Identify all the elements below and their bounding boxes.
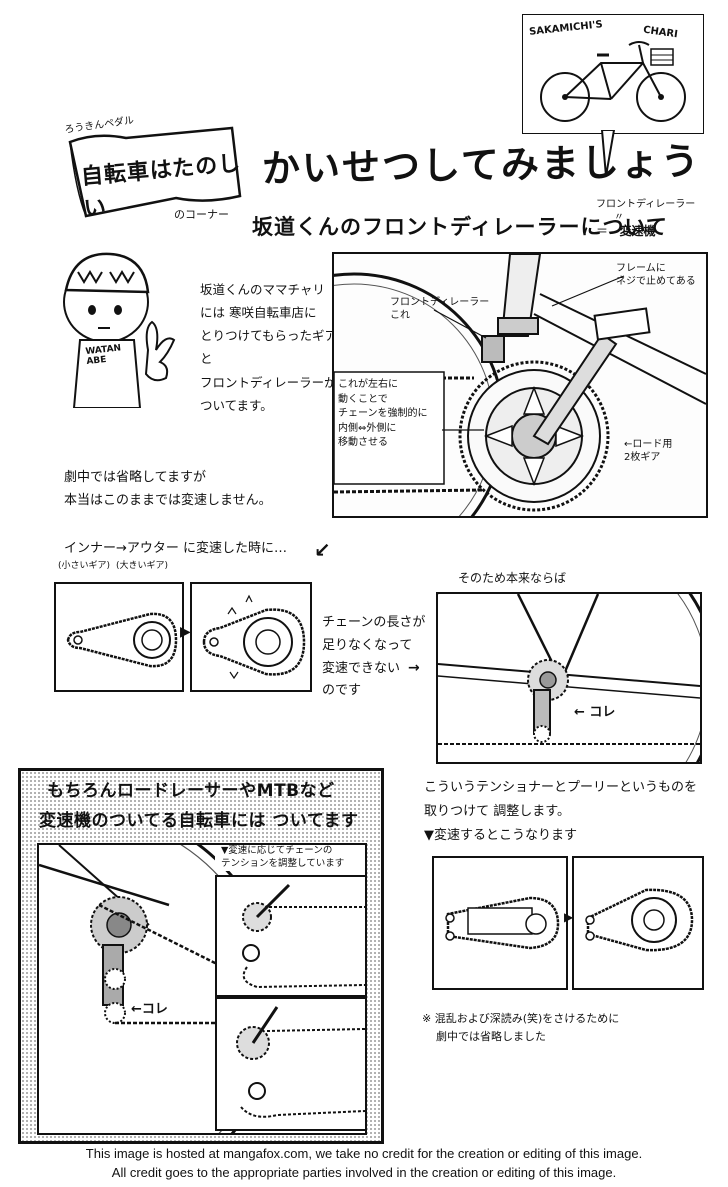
character-shirt-text: WATANABE: [84, 343, 122, 367]
intro-line-3: とりつけてもらったギアと: [200, 328, 338, 367]
footnote-line-1: ※ 混乱および深読み(笑)をさけるために: [422, 1012, 620, 1025]
intro-text: 坂道くんのママチャリ には 寒咲自転車店に とりつけてもらったギアと フロントデ…: [200, 278, 340, 417]
roadbike-heading-1: もちろんロードレーサーやMTBなど: [47, 781, 335, 801]
footnote-line-2: 劇中では省略しました: [436, 1029, 546, 1043]
outer-gear-panel: [190, 582, 312, 692]
label-frame: フレームに ネジで止めてある: [616, 263, 696, 287]
inset-caption-panel: ▼変速に応じてチェーンの テンションを調整しています: [215, 845, 363, 871]
tensioner-panel-1: [432, 856, 568, 990]
chainring-illustration: [334, 254, 706, 516]
intro-line-2: には 寒咲自転車店に: [200, 305, 317, 321]
subtitle-note-line3-mark: ＝: [596, 224, 609, 238]
footer-line-1: This image is hosted at mangafox.com, we…: [85, 1146, 643, 1161]
rear-derailleur-illustration: [438, 594, 700, 762]
bicycle-illustration: [540, 41, 686, 122]
shift-explain-line-2: 足りなくなって: [322, 637, 413, 653]
therefore-label: そのため本来ならば: [458, 571, 567, 585]
outer-chain-strained-icon: [202, 594, 306, 680]
omission-line-2: 本当はこのままでは変速しません。: [64, 493, 272, 509]
tensioner-chain-outer-icon: [585, 888, 694, 952]
tension-low-icon: [242, 883, 365, 989]
sign-stake-icon: [600, 130, 616, 177]
footer-line-2: All credit goes to the appropriate parti…: [111, 1165, 617, 1180]
tension-high-icon: [236, 1006, 365, 1118]
inset-caption: ▼変速に応じてチェーンの テンションを調整しています: [221, 845, 345, 869]
subtitle-note-line3: ＝ 変速機: [596, 224, 706, 240]
inset-tension-high: [215, 997, 365, 1131]
page-subtitle: 坂道くんのフロントディレーラーについて: [252, 215, 668, 239]
rear-derailleur-panel: ← コレ: [436, 592, 702, 764]
roadbike-kore-label: ←コレ: [131, 1002, 168, 1017]
sign-board-icon: [68, 126, 242, 218]
tensioner-line-1: こういうテンショナーとプーリーというものを: [424, 780, 698, 795]
transition-arrow-icon: ▶: [180, 624, 191, 640]
sakamichi-character-illustration: [63, 252, 176, 408]
intro-line-5: ついてます。: [200, 397, 273, 413]
big-gear-label: (大きいギア): [116, 561, 169, 571]
omission-note: 劇中では省略してますが 本当はこのままでは変速しません。: [64, 466, 272, 513]
shift-arrow-icon: ↙: [314, 538, 331, 562]
tensioner-text: こういうテンショナーとプーリーというものを 取りつけて 調整します。 ▼変速する…: [424, 776, 697, 848]
subtitle-note-line2: 〃: [614, 212, 624, 223]
roadbike-box: もちろんロードレーサーやMTBなど 変速機のついてる自転車には ついてます ←コ…: [18, 768, 384, 1144]
transition-arrow-2-icon: ▶: [564, 910, 574, 924]
derailleur-photo-panel: フレームに ネジで止めてある フロントディレーラー これ これが左右に 動くこと…: [332, 252, 708, 518]
page-title: かいせつしてみましょう: [261, 139, 702, 191]
label-derailleur: フロントディレーラー これ: [390, 297, 490, 321]
subtitle-note-line1: フロントディレーラー: [596, 199, 696, 210]
small-gear-label: (小さいギア): [58, 561, 111, 571]
corner-sign: ろうきんペダル 自転車はたのしい のコーナー: [56, 112, 246, 232]
footnote: ※ 混乱および深読み(笑)をさけるために 劇中では省略しました: [422, 1010, 619, 1045]
shift-heading: インナー→アウター に変速した時に…: [64, 541, 288, 556]
shift-explain-line-3: 変速できない: [322, 660, 401, 676]
right-arrow-icon: →: [408, 660, 420, 676]
rear-kore-label: ← コレ: [574, 705, 616, 720]
shift-explain-line-1: チェーンの長さが: [322, 615, 426, 630]
intro-line-1: 坂道くんのママチャリ: [200, 282, 325, 297]
bike-sketch-panel: SAKAMICHI'S CHARI: [522, 14, 704, 134]
inner-chain-loop-icon: [66, 612, 178, 668]
tensioner-panel-2: [572, 856, 704, 990]
subtitle-note: フロントディレーラー 〃 ＝ 変速機: [596, 198, 706, 240]
shift-explain-line-4: のです: [322, 683, 362, 699]
shift-explain: チェーンの長さが 足りなくなって 変速できない のです: [322, 612, 425, 703]
tensioner-chain-inner-icon: [445, 896, 560, 950]
subtitle-note-line4: 変速機: [619, 224, 656, 238]
omission-line-1: 劇中では省略してますが: [64, 470, 206, 485]
inset-tension-low: [215, 875, 365, 997]
intro-line-4: フロントディレーラーが: [200, 374, 337, 390]
label-move: これが左右に 動くことで チェーンを強制的に 内側⇔外側に 移動させる: [338, 379, 428, 448]
sign-bottom-text: のコーナー: [174, 208, 229, 221]
tensioner-line-3: ▼変速するとこうなります: [424, 828, 577, 844]
roadbike-photo-panel: ←コレ ▼変速に応じてチェーンの テンションを調整しています: [37, 843, 367, 1135]
roadbike-heading-2: 変速機のついてる自転車には ついてます: [39, 811, 359, 831]
label-chainring: ←ロード用 2枚ギア: [624, 439, 673, 463]
inner-gear-panel: [54, 582, 184, 692]
tensioner-line-2: 取りつけて 調整します。: [424, 804, 570, 820]
